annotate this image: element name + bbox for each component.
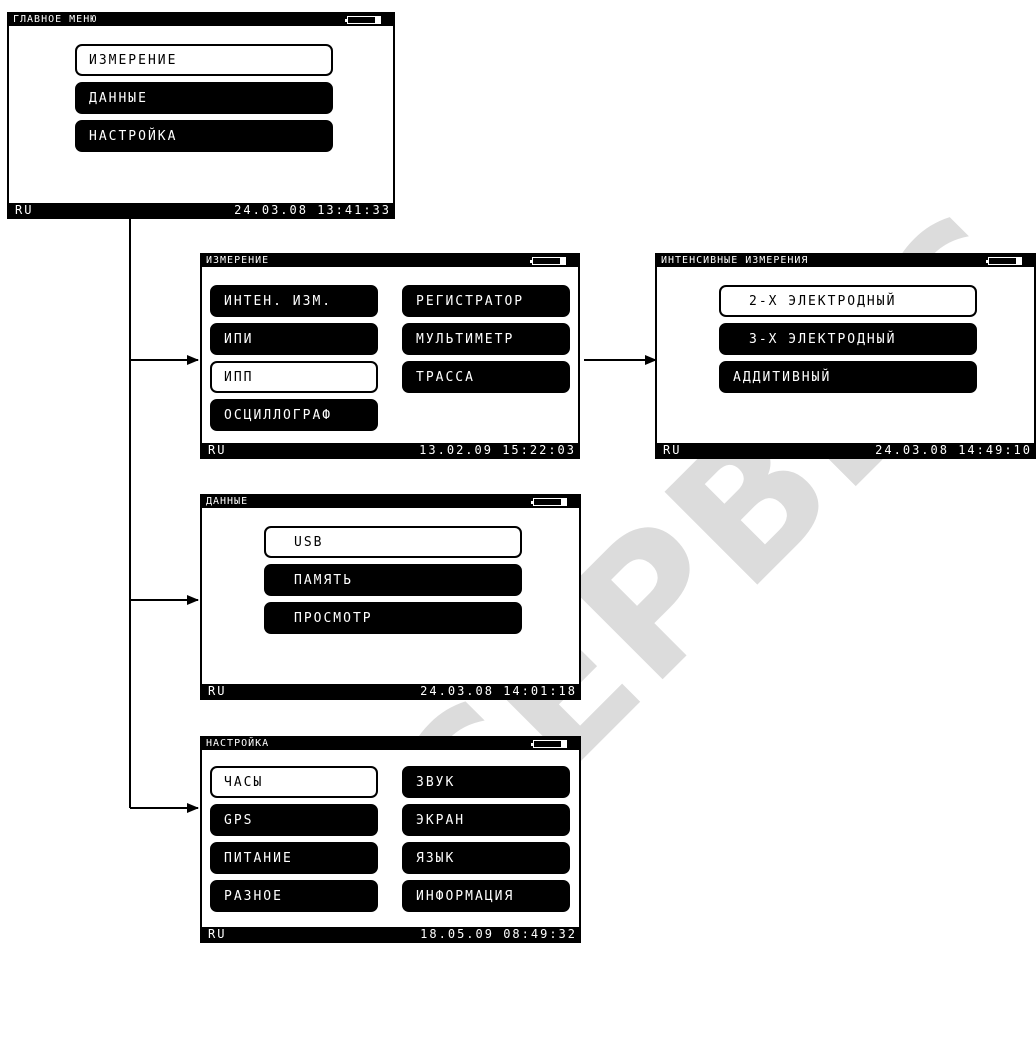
screen-title-bar: НАСТРОЙКА (202, 738, 579, 750)
screen-title: ГЛАВНОЕ МЕНЮ (13, 14, 98, 25)
menu-item-power[interactable]: ПИТАНИЕ (210, 842, 378, 874)
battery-level (534, 741, 562, 747)
flow-connectors (129, 218, 657, 813)
screen-intensive-measurements: ИНТЕНСИВНЫЕ ИЗМЕРЕНИЯ 2-Х ЭЛЕКТРОДНЫЙ 3-… (655, 253, 1036, 459)
screen-title-bar: ГЛАВНОЕ МЕНЮ (9, 14, 393, 26)
menu-item-settings[interactable]: НАСТРОЙКА (75, 120, 333, 152)
battery-icon (530, 257, 566, 265)
menu-item-intensive-measure[interactable]: ИНТЕН. ИЗМ. (210, 285, 378, 317)
battery-level (989, 258, 1017, 264)
language-label: RU (663, 443, 682, 457)
menu-item-display[interactable]: ЭКРАН (402, 804, 570, 836)
battery-level (534, 499, 562, 505)
menu-item-language[interactable]: ЯЗЫК (402, 842, 570, 874)
menu-item-data[interactable]: ДАННЫЕ (75, 82, 333, 114)
battery-level (348, 17, 376, 23)
menu-item-additive[interactable]: АДДИТИВНЫЙ (719, 361, 977, 393)
datetime-label: 18.05.09 08:49:32 (420, 927, 577, 941)
battery-icon (531, 498, 567, 506)
menu-item-oscilloscope[interactable]: ОСЦИЛЛОГРАФ (210, 399, 378, 431)
screen-title: НАСТРОЙКА (206, 738, 270, 749)
menu-item-trace[interactable]: ТРАССА (402, 361, 570, 393)
battery-icon (531, 740, 567, 748)
status-bar: RU 24.03.08 14:49:10 (657, 443, 1034, 457)
battery-level (533, 258, 561, 264)
language-label: RU (15, 203, 34, 217)
language-label: RU (208, 443, 227, 457)
screen-title: ДАННЫЕ (206, 496, 249, 507)
battery-icon (986, 257, 1022, 265)
menu-item-multimeter[interactable]: МУЛЬТИМЕТР (402, 323, 570, 355)
menu-item-2-electrode[interactable]: 2-Х ЭЛЕКТРОДНЫЙ (719, 285, 977, 317)
screen-settings: НАСТРОЙКА ЧАСЫ GPS ПИТАНИЕ РАЗНОЕ ЗВУК Э… (200, 736, 581, 943)
menu-item-memory[interactable]: ПАМЯТЬ (264, 564, 522, 596)
language-label: RU (208, 927, 227, 941)
screen-title-bar: ИЗМЕРЕНИЕ (202, 255, 578, 267)
datetime-label: 24.03.08 13:41:33 (234, 203, 391, 217)
battery-icon (345, 16, 381, 24)
status-bar: RU 18.05.09 08:49:32 (202, 927, 579, 941)
menu-item-information[interactable]: ИНФОРМАЦИЯ (402, 880, 570, 912)
screen-title: ИНТЕНСИВНЫЕ ИЗМЕРЕНИЯ (661, 255, 809, 266)
menu-item-3-electrode[interactable]: 3-Х ЭЛЕКТРОДНЫЙ (719, 323, 977, 355)
screen-main-menu: ГЛАВНОЕ МЕНЮ ИЗМЕРЕНИЕ ДАННЫЕ НАСТРОЙКА … (7, 12, 395, 219)
menu-item-clock[interactable]: ЧАСЫ (210, 766, 378, 798)
menu-item-view[interactable]: ПРОСМОТР (264, 602, 522, 634)
menu-item-recorder[interactable]: РЕГИСТРАТОР (402, 285, 570, 317)
menu-item-ipp[interactable]: ИПП (210, 361, 378, 393)
screen-title: ИЗМЕРЕНИЕ (206, 255, 270, 266)
screen-measurement: ИЗМЕРЕНИЕ ИНТЕН. ИЗМ. ИПИ ИПП ОСЦИЛЛОГРА… (200, 253, 580, 459)
datetime-label: 13.02.09 15:22:03 (419, 443, 576, 457)
datetime-label: 24.03.08 14:01:18 (420, 684, 577, 698)
datetime-label: 24.03.08 14:49:10 (875, 443, 1032, 457)
status-bar: RU 13.02.09 15:22:03 (202, 443, 578, 457)
menu-item-sound[interactable]: ЗВУК (402, 766, 570, 798)
menu-item-usb[interactable]: USB (264, 526, 522, 558)
language-label: RU (208, 684, 227, 698)
screen-title-bar: ДАННЫЕ (202, 496, 579, 508)
status-bar: RU 24.03.08 14:01:18 (202, 684, 579, 698)
status-bar: RU 24.03.08 13:41:33 (9, 203, 393, 217)
menu-item-misc[interactable]: РАЗНОЕ (210, 880, 378, 912)
menu-item-gps[interactable]: GPS (210, 804, 378, 836)
screen-data: ДАННЫЕ USB ПАМЯТЬ ПРОСМОТР RU 24.03.08 1… (200, 494, 581, 700)
screen-title-bar: ИНТЕНСИВНЫЕ ИЗМЕРЕНИЯ (657, 255, 1034, 267)
menu-item-ipi[interactable]: ИПИ (210, 323, 378, 355)
menu-item-measure[interactable]: ИЗМЕРЕНИЕ (75, 44, 333, 76)
